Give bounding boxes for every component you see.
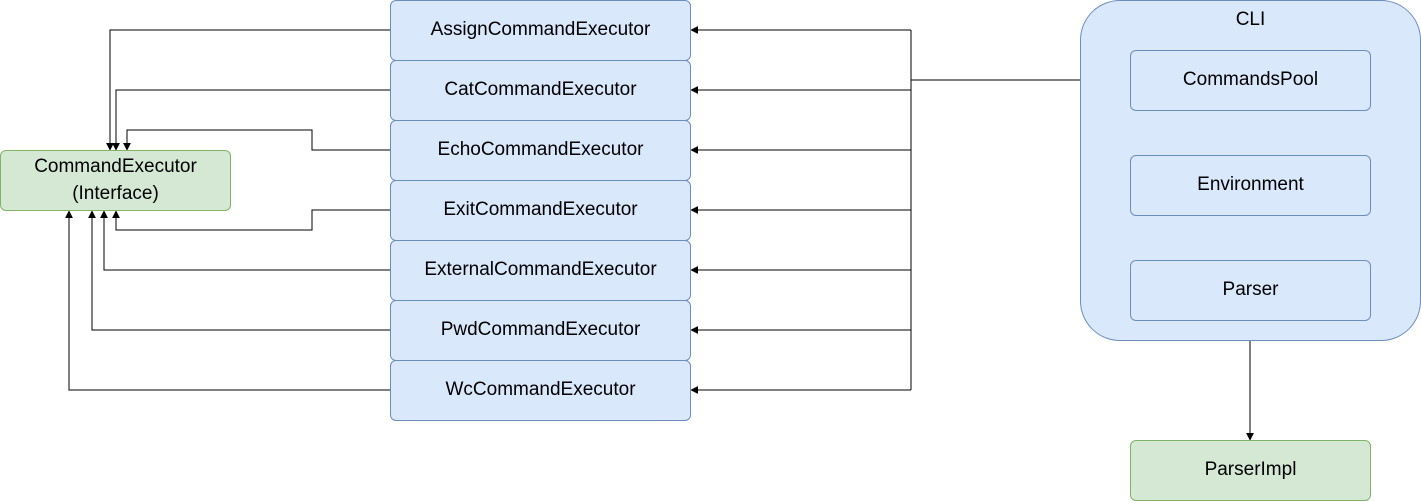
node-wc-command-executor: WcCommandExecutor: [390, 360, 691, 421]
node-label: ParserImpl: [1204, 459, 1297, 481]
edge-assign-to-interface: [106, 29, 390, 151]
node-label: Environment: [1197, 174, 1304, 196]
edge-exit-to-interface: [112, 209, 390, 231]
interface-name: CommandExecutor: [34, 155, 197, 177]
node-external-command-executor: ExternalCommandExecutor: [390, 240, 691, 301]
node-label: AssignCommandExecutor: [430, 19, 651, 41]
node-assign-command-executor: AssignCommandExecutor: [390, 0, 691, 61]
node-commands-pool: CommandsPool: [1130, 50, 1371, 111]
edge-external-to-interface: [100, 210, 390, 271]
interface-stereotype: (Interface): [72, 182, 159, 204]
node-label: ExitCommandExecutor: [443, 199, 638, 221]
node-parser: Parser: [1130, 260, 1371, 321]
interface-node-commandexecutor: CommandExecutor (Interface): [0, 150, 231, 211]
node-label: EchoCommandExecutor: [437, 139, 644, 161]
node-echo-command-executor: EchoCommandExecutor: [390, 120, 691, 181]
node-label: WcCommandExecutor: [445, 379, 636, 401]
node-parser-impl: ParserImpl: [1130, 440, 1371, 501]
cli-group-title: CLI: [1235, 9, 1266, 30]
edge-echo-to-interface: [123, 129, 390, 151]
node-exit-command-executor: ExitCommandExecutor: [390, 180, 691, 241]
edge-cat-to-interface: [112, 89, 390, 151]
node-label: CommandsPool: [1182, 69, 1319, 91]
node-cat-command-executor: CatCommandExecutor: [390, 60, 691, 121]
node-environment: Environment: [1130, 155, 1371, 216]
edge-pwd-to-interface: [88, 210, 390, 331]
edge-wc-to-interface: [65, 210, 390, 391]
node-pwd-command-executor: PwdCommandExecutor: [390, 300, 691, 361]
node-label: Parser: [1222, 279, 1279, 301]
node-label: PwdCommandExecutor: [440, 319, 641, 341]
node-label: ExternalCommandExecutor: [424, 259, 657, 281]
node-label: CatCommandExecutor: [444, 79, 637, 101]
